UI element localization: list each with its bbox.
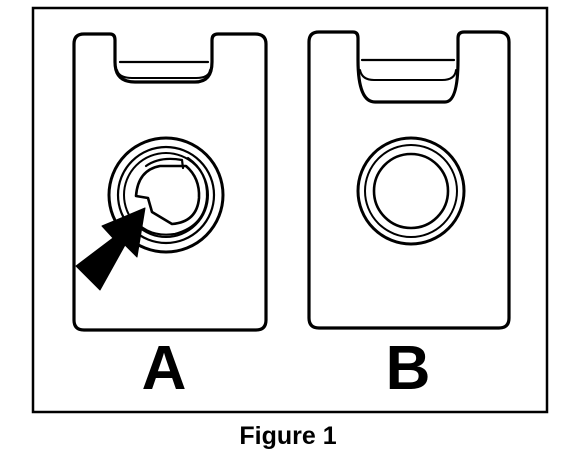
clip-a-hole	[134, 164, 201, 226]
clip-b-hole	[372, 152, 450, 230]
clip-a-notch-lip	[116, 69, 211, 79]
part-label-a: A	[141, 334, 187, 403]
clip-a-ring-2	[116, 145, 216, 245]
arrow-icon	[75, 207, 146, 291]
clip-b-ring-outer	[356, 136, 466, 246]
clip-a-ring-outer	[107, 136, 225, 254]
clip-b-ring-mid	[364, 144, 458, 238]
figure-caption: Figure 1	[239, 422, 337, 450]
clip-b-outline	[307, 30, 511, 330]
clip-a-thread-inner	[144, 157, 185, 170]
part-label-b: B	[385, 334, 431, 403]
clip-a-thread-lead	[131, 156, 209, 236]
clip-a	[72, 32, 268, 332]
clip-b	[307, 30, 511, 330]
clip-a-outline	[72, 32, 268, 332]
figure-frame	[31, 6, 549, 414]
clip-b-notch-lip	[359, 69, 457, 81]
